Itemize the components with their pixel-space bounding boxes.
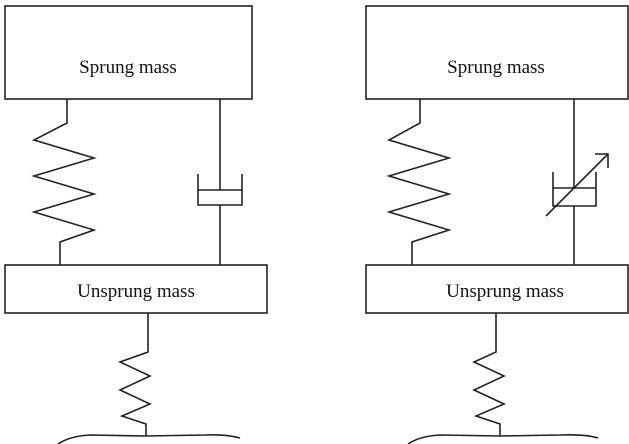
tire-spring — [117, 313, 152, 436]
diagram-adjustable: Sprung mass Unsprung mass — [365, 5, 629, 444]
tire-spring — [472, 313, 506, 436]
adjust-arrow — [545, 153, 609, 217]
ground — [407, 434, 599, 444]
arrow-head — [595, 153, 609, 168]
diagram-passive: Sprung mass Unsprung mass — [4, 5, 268, 444]
unsprung-mass-box — [4, 264, 268, 314]
sprung-mass-label: Sprung mass — [79, 57, 177, 78]
sprung-mass-label: Sprung mass — [447, 57, 545, 78]
adjustable-damper — [545, 99, 609, 265]
damper — [197, 99, 243, 265]
sprung-mass-box — [4, 5, 253, 100]
unsprung-mass-label: Unsprung mass — [77, 281, 195, 302]
suspension-spring — [386, 99, 452, 265]
unsprung-mass-box — [365, 264, 629, 314]
ground — [57, 434, 241, 444]
sprung-mass-box — [365, 5, 629, 100]
unsprung-mass-label: Unsprung mass — [446, 281, 564, 302]
suspension-spring — [31, 99, 97, 265]
